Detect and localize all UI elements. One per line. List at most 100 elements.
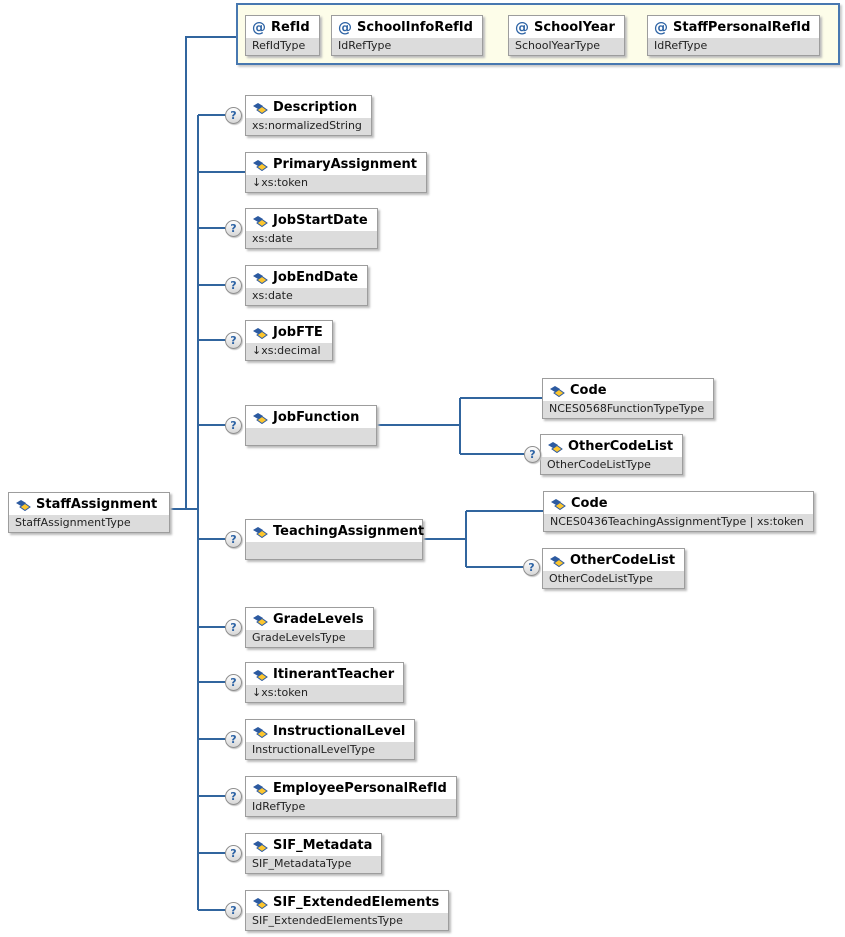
attribute-type: SchoolYearType [509, 38, 624, 55]
element-icon [252, 614, 268, 626]
element-icon [252, 102, 268, 114]
element-icon [252, 840, 268, 852]
element-type: xs:date [246, 288, 368, 305]
element-type: OtherCodeListType [541, 457, 683, 474]
element-icon [252, 272, 268, 284]
element-box-jobfunction-code[interactable]: Code NCES0568FunctionTypeType [542, 378, 715, 419]
attribute-box-schoolyear[interactable]: @ SchoolYear SchoolYearType [508, 15, 625, 56]
attribute-name: RefId [271, 20, 310, 35]
attribute-type: IdRefType [332, 38, 482, 55]
element-name: JobStartDate [273, 213, 368, 228]
element-name: GradeLevels [273, 612, 364, 627]
optional-marker-teachingassignment: ? [225, 531, 242, 548]
element-box-instructionallevel[interactable]: InstructionalLevel InstructionalLevelTyp… [245, 719, 416, 760]
element-box-gradelevels[interactable]: GradeLevels GradeLevelsType [245, 607, 374, 648]
element-name: InstructionalLevel [273, 724, 406, 739]
element-type: SIF_ExtendedElementsType [246, 913, 449, 930]
element-icon [549, 555, 565, 567]
optional-marker-jobfunction: ? [225, 417, 242, 434]
element-icon [252, 159, 268, 171]
element-type [246, 542, 422, 559]
element-type: ↓xs:token [246, 175, 426, 192]
element-icon [252, 412, 268, 424]
element-icon [252, 327, 268, 339]
attribute-name: StaffPersonalRefId [673, 20, 811, 35]
attribute-box-refid[interactable]: @RefId RefIdType [245, 15, 320, 56]
attribute-type: IdRefType [648, 38, 820, 55]
element-icon [547, 441, 563, 453]
attribute-at-icon: @ [338, 19, 352, 36]
element-name: Code [571, 496, 608, 511]
optional-marker-teachingassignment-othercodelist: ? [523, 559, 540, 576]
element-icon [549, 385, 565, 397]
optional-marker-jobstartdate: ? [225, 220, 242, 237]
attribute-box-staffpersonalrefid[interactable]: @ StaffPersonalRefId IdRefType [647, 15, 821, 56]
element-name: OtherCodeList [570, 553, 676, 568]
element-type: ↓xs:decimal [246, 343, 332, 360]
element-type: IdRefType [246, 799, 456, 816]
element-type: StaffAssignmentType [9, 515, 169, 532]
element-box-jobfunction-othercodelist[interactable]: OtherCodeList OtherCodeListType [540, 434, 684, 475]
optional-marker-instructionallevel: ? [225, 731, 242, 748]
optional-marker-sif-extendedelements: ? [225, 902, 242, 919]
optional-marker-jobfte: ? [225, 332, 242, 349]
attribute-at-icon: @ [252, 19, 266, 36]
element-box-jobenddate[interactable]: JobEndDate xs:date [245, 265, 369, 306]
attribute-at-icon: @ [515, 19, 529, 36]
element-name: SIF_ExtendedElements [273, 895, 440, 910]
element-box-teachingassignment-othercodelist[interactable]: OtherCodeList OtherCodeListType [542, 548, 686, 589]
element-type: InstructionalLevelType [246, 742, 415, 759]
element-icon [15, 499, 31, 511]
attribute-box-schoolinforefid[interactable]: @ SchoolInfoRefId IdRefType [331, 15, 483, 56]
element-type: GradeLevelsType [246, 630, 373, 647]
element-name: TeachingAssignment [273, 524, 425, 539]
element-icon [252, 526, 268, 538]
element-box-teachingassignment[interactable]: TeachingAssignment [245, 519, 425, 560]
element-icon [252, 783, 268, 795]
element-name: JobFunction [273, 410, 360, 425]
element-name: JobFTE [273, 325, 323, 340]
element-type: xs:date [246, 231, 377, 248]
element-box-jobstartdate[interactable]: JobStartDate xs:date [245, 208, 378, 249]
element-box-primaryassignment[interactable]: PrimaryAssignment ↓xs:token [245, 152, 427, 193]
optional-marker-description: ? [225, 107, 242, 124]
optional-marker-gradelevels: ? [225, 619, 242, 636]
element-name: SIF_Metadata [273, 838, 373, 853]
optional-marker-jobfunction-othercodelist: ? [524, 446, 541, 463]
element-box-teachingassignment-code[interactable]: Code NCES0436TeachingAssignmentType | xs… [543, 491, 814, 532]
optional-marker-itinerantteacher: ? [225, 674, 242, 691]
element-icon [252, 215, 268, 227]
attribute-at-icon: @ [654, 19, 668, 36]
attribute-name: SchoolYear [534, 20, 615, 35]
element-type: NCES0568FunctionTypeType [543, 401, 714, 418]
element-name: EmployeePersonalRefId [273, 781, 447, 796]
element-icon [252, 669, 268, 681]
element-name: Code [570, 383, 607, 398]
element-box-sif-extendedelements[interactable]: SIF_ExtendedElements SIF_ExtendedElement… [245, 890, 450, 931]
optional-marker-sif-metadata: ? [225, 845, 242, 862]
element-type: xs:normalizedString [246, 118, 371, 135]
optional-marker-employeepersonalrefid: ? [225, 788, 242, 805]
element-type: OtherCodeListType [543, 571, 685, 588]
attribute-name: SchoolInfoRefId [357, 20, 473, 35]
element-name: PrimaryAssignment [273, 157, 417, 172]
element-type [246, 428, 376, 445]
optional-marker-jobenddate: ? [225, 277, 242, 294]
element-box-staffassignment-root[interactable]: StaffAssignment StaffAssignmentType [8, 492, 170, 533]
element-name: JobEndDate [273, 270, 359, 285]
element-box-sif-metadata[interactable]: SIF_Metadata SIF_MetadataType [245, 833, 383, 874]
element-type: NCES0436TeachingAssignmentType | xs:toke… [544, 514, 813, 531]
element-type: SIF_MetadataType [246, 856, 382, 873]
element-name: ItinerantTeacher [273, 667, 395, 682]
element-box-employeepersonalrefid[interactable]: EmployeePersonalRefId IdRefType [245, 776, 457, 817]
element-box-itinerantteacher[interactable]: ItinerantTeacher ↓xs:token [245, 662, 405, 703]
element-icon [252, 726, 268, 738]
element-icon [252, 897, 268, 909]
element-box-description[interactable]: Description xs:normalizedString [245, 95, 372, 136]
element-box-jobfunction[interactable]: JobFunction [245, 405, 377, 446]
element-name: OtherCodeList [568, 439, 674, 454]
element-box-jobfte[interactable]: JobFTE ↓xs:decimal [245, 320, 333, 361]
element-icon [550, 498, 566, 510]
element-name: Description [273, 100, 358, 115]
